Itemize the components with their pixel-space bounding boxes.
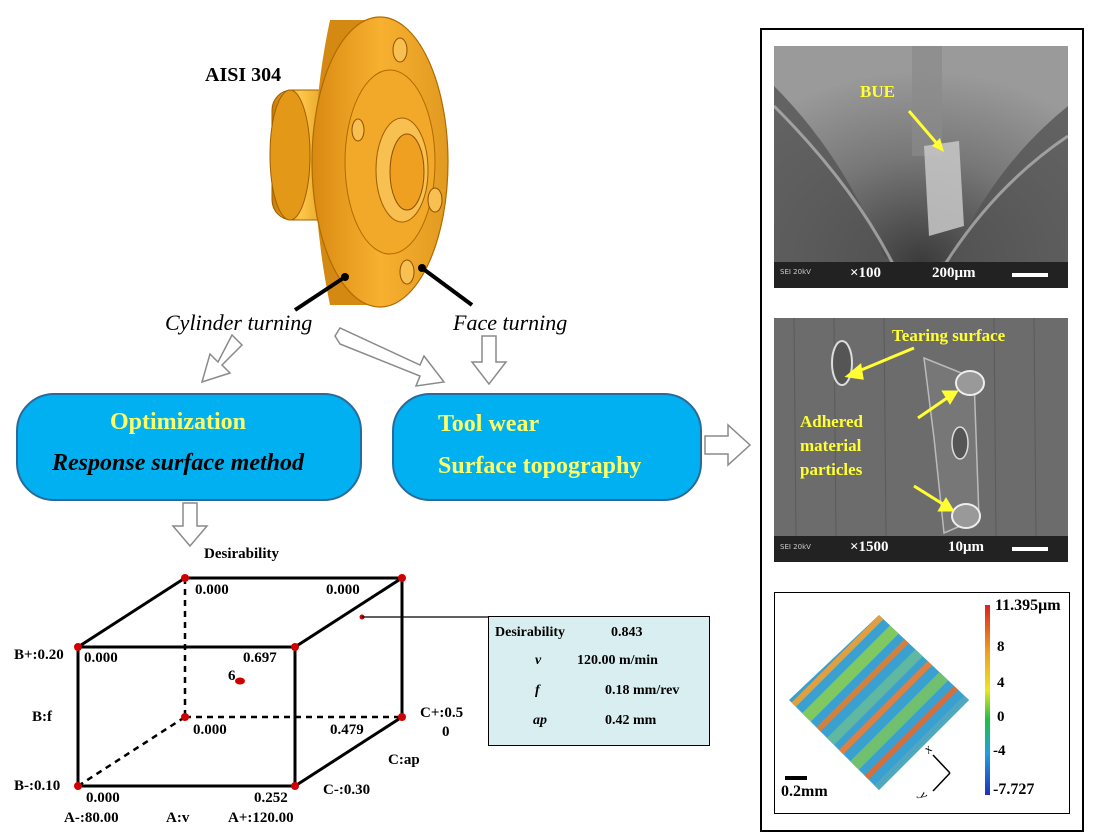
- c-plus-label: C+:0.5: [420, 705, 464, 721]
- optimum-value: 0.42 mm: [605, 713, 657, 728]
- c-minus-label: C-:0.30: [323, 782, 371, 798]
- c-plus-label-2: 0: [442, 724, 450, 740]
- topography-title: Surface topography: [438, 453, 642, 479]
- optimum-row: ap 0.42 mm: [489, 713, 709, 737]
- val-bottom-back-right: 0.479: [330, 722, 364, 738]
- topography-image: 11.395μm 8 4 0 -4 -7.727 0.2mm x y: [774, 592, 1070, 814]
- optimum-key: ap: [533, 713, 547, 728]
- sem1-scale-bar: [1012, 273, 1048, 277]
- adhered-annotation-2: material: [800, 436, 862, 455]
- optimum-row: v 120.00 m/min: [489, 653, 709, 677]
- colorbar-4: 4: [997, 675, 1005, 691]
- center-point-label: 6: [228, 668, 236, 684]
- val-top-front-right: 0.697: [243, 650, 277, 666]
- optimum-value: 0.18 mm/rev: [605, 683, 680, 698]
- tearing-annotation: Tearing surface: [892, 326, 1006, 345]
- optimization-box: Optimization Response surface method: [16, 393, 362, 501]
- b-minus-label: B-:0.10: [14, 778, 61, 794]
- colorbar-8: 8: [997, 639, 1005, 655]
- optimization-subtitle: Response surface method: [52, 450, 304, 476]
- val-bottom-front-left: 0.000: [86, 790, 120, 806]
- sem-image-tearing-graphic: [774, 318, 1068, 562]
- optimum-key: Desirability: [495, 625, 565, 640]
- toolwear-title: Tool wear: [438, 411, 540, 437]
- flange-part-image: [269, 16, 449, 308]
- optimum-key: f: [535, 683, 540, 698]
- optimization-title: Optimization: [110, 409, 246, 435]
- sem1-magnification: ×100: [850, 265, 882, 281]
- b-axis-label: B:f: [32, 709, 52, 725]
- optimum-row: f 0.18 mm/rev: [489, 683, 709, 707]
- val-bottom-front-right: 0.252: [254, 790, 288, 806]
- val-top-front-left: 0.000: [84, 650, 118, 666]
- sem2-tag: SEI 20kV: [780, 543, 811, 551]
- optimum-info-box: Desirability 0.843 v 120.00 m/min f 0.18…: [488, 616, 710, 746]
- optimum-key: v: [535, 653, 542, 668]
- sem-image-bue-graphic: [774, 46, 1068, 288]
- sem2-scale: 10μm: [948, 539, 984, 555]
- adhered-annotation-1: Adhered: [800, 412, 863, 431]
- sem2-scale-bar: [1012, 547, 1048, 551]
- optimum-row: Desirability 0.843: [489, 625, 709, 649]
- a-axis-label: A:v: [166, 810, 190, 826]
- colorbar-0: 0: [997, 709, 1005, 725]
- bue-annotation: BUE: [860, 82, 895, 101]
- b-plus-label: B+:0.20: [14, 647, 64, 663]
- topography-graphic: [785, 605, 990, 795]
- val-bottom-back-left: 0.000: [193, 722, 227, 738]
- adhered-annotation-3: particles: [800, 460, 863, 479]
- optimum-value: 0.843: [611, 625, 643, 640]
- val-top-back-left: 0.000: [195, 582, 229, 598]
- colorbar-min: -7.727: [993, 781, 1035, 798]
- toolwear-box: Tool wear Surface topography: [392, 393, 702, 501]
- sem1-scale: 200μm: [932, 265, 976, 281]
- a-plus-label: A+:120.00: [228, 810, 294, 826]
- colorbar-minus4: -4: [993, 743, 1006, 759]
- results-panel: BUE SEI 20kV ×100 200μm Te: [760, 28, 1084, 832]
- optimum-value: 120.00 m/min: [577, 653, 658, 668]
- val-top-back-right: 0.000: [326, 582, 360, 598]
- face-turning-label: Face turning: [453, 310, 568, 335]
- cylinder-turning-label: Cylinder turning: [165, 310, 313, 335]
- colorbar-max: 11.395μm: [995, 597, 1061, 614]
- topography-scale-label: 0.2mm: [781, 783, 828, 800]
- sem1-tag: SEI 20kV: [780, 268, 811, 276]
- cube-title: Desirability: [204, 546, 279, 562]
- sem-image-tearing: Tearing surface Adhered material particl…: [774, 318, 1068, 562]
- c-axis-label: C:ap: [388, 752, 420, 768]
- sem2-magnification: ×1500: [850, 539, 889, 555]
- sem-image-bue: BUE SEI 20kV ×100 200μm: [774, 46, 1068, 288]
- material-label: AISI 304: [205, 64, 282, 86]
- a-minus-label: A-:80.00: [64, 810, 119, 826]
